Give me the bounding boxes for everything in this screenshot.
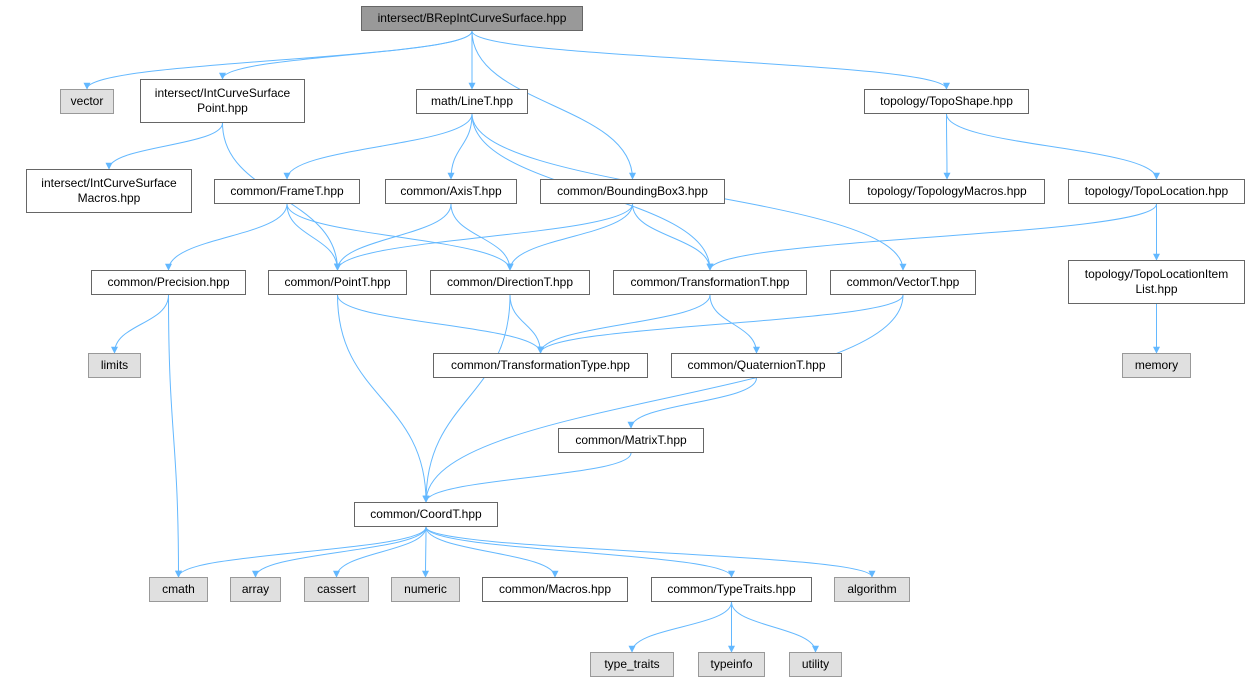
edge-root-to-toposhape [471,30,950,90]
node-icsm[interactable]: intersect/IntCurveSurface Macros.hpp [26,169,192,213]
edge-point-to-ttype [337,294,544,354]
node-point[interactable]: common/PointT.hpp [268,270,407,295]
node-icsp[interactable]: intersect/IntCurveSurface Point.hpp [140,79,305,123]
node-array: array [230,577,281,602]
node-matrix[interactable]: common/MatrixT.hpp [558,428,704,453]
edge-frame-to-precision [165,203,288,271]
node-topomacros[interactable]: topology/TopologyMacros.hpp [849,179,1045,204]
edge-toposhape-to-topoloc [946,113,1160,180]
edge-transf-to-ttype [537,294,711,354]
node-bbox[interactable]: common/BoundingBox3.hpp [540,179,725,204]
node-frame[interactable]: common/FrameT.hpp [214,179,360,204]
node-algorithm: algorithm [834,577,910,602]
edge-precision-to-cmath [168,294,182,578]
node-axis[interactable]: common/AxisT.hpp [385,179,517,204]
node-precision[interactable]: common/Precision.hpp [91,270,246,295]
edge-root-to-bbox [471,30,636,180]
edge-typetraits-to-type_traits [628,601,732,653]
edge-frame-to-direction [286,203,514,271]
node-macros[interactable]: common/Macros.hpp [482,577,628,602]
node-limits: limits [88,353,141,378]
node-ttype[interactable]: common/TransformationType.hpp [433,353,648,378]
node-vector: vector [60,89,114,114]
edge-vectort-to-ttype [537,294,904,354]
edge-icsp-to-icsm [105,122,223,170]
node-topolocitem[interactable]: topology/TopoLocationItem List.hpp [1068,260,1245,304]
edge-direction-to-ttype [509,294,544,354]
node-line[interactable]: math/LineT.hpp [416,89,528,114]
node-toposhape[interactable]: topology/TopoShape.hpp [864,89,1029,114]
edge-bbox-to-transf [632,203,714,271]
edge-line-to-frame [283,113,473,180]
edge-coord-to-array [252,526,427,578]
edge-coord-to-algorithm [425,526,876,578]
node-cassert: cassert [304,577,369,602]
edge-vectort-to-coord [422,294,904,503]
node-direction[interactable]: common/DirectionT.hpp [430,270,590,295]
node-typetraits[interactable]: common/TypeTraits.hpp [651,577,812,602]
edge-coord-to-numeric [422,526,430,578]
edge-precision-to-limits [111,294,169,354]
edge-matrix-to-coord [422,452,632,503]
node-transf[interactable]: common/TransformationT.hpp [613,270,807,295]
edge-direction-to-coord [422,294,511,503]
edge-coord-to-macros [425,526,559,578]
edge-bbox-to-direction [506,203,633,271]
node-coord[interactable]: common/CoordT.hpp [354,502,498,527]
node-typeinfo: typeinfo [698,652,765,677]
edge-axis-to-direction [450,203,514,271]
edge-root-to-icsp [219,30,473,80]
node-quat[interactable]: common/QuaternionT.hpp [671,353,842,378]
node-topoloc[interactable]: topology/TopoLocation.hpp [1068,179,1245,204]
node-type-traits: type_traits [590,652,674,677]
edge-bbox-to-point [334,203,633,271]
node-utility: utility [789,652,842,677]
edge-quat-to-matrix [627,377,757,429]
edge-transf-to-quat [709,294,760,354]
edge-toposhape-to-topomacros [943,113,951,180]
edge-frame-to-point [286,203,341,271]
edge-coord-to-cmath [175,526,427,578]
node-cmath: cmath [149,577,208,602]
node-vectort[interactable]: common/VectorT.hpp [830,270,976,295]
edge-line-to-axis [447,113,473,180]
edge-point-to-coord [337,294,430,503]
edge-topoloc-to-transf [706,203,1157,271]
node-memory: memory [1122,353,1191,378]
edge-coord-to-cassert [333,526,427,578]
edge-coord-to-typetraits [425,526,735,578]
edge-typetraits-to-utility [731,601,819,653]
node-numeric: numeric [391,577,460,602]
edge-axis-to-point [334,203,452,271]
node-root[interactable]: intersect/BRepIntCurveSurface.hpp [361,6,583,31]
